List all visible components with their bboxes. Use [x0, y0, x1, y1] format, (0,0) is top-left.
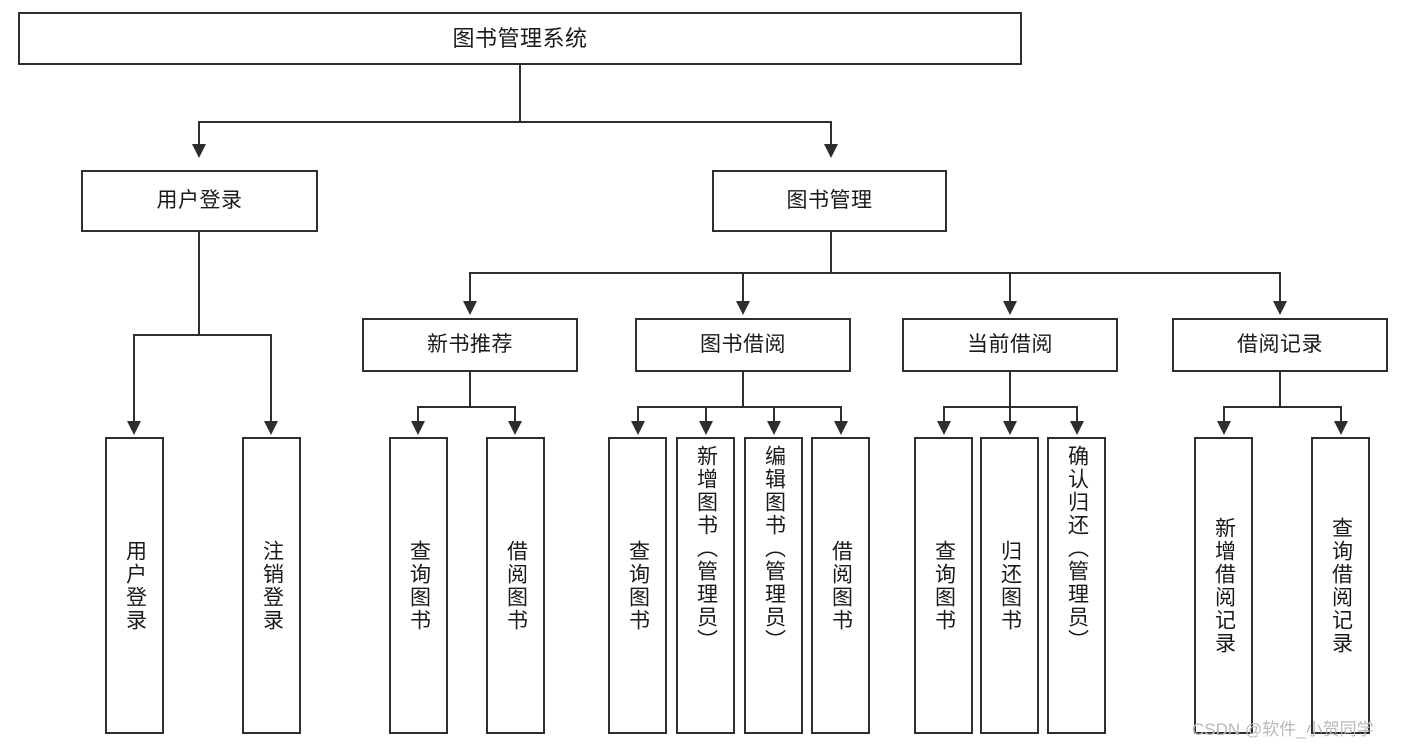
arrow-to-leaf-borrow-book-2	[834, 421, 848, 435]
connector-user-login-left-drop	[133, 334, 135, 423]
connector-level3-drop-1	[469, 272, 471, 303]
connector-book-borrow-drop-3	[773, 406, 775, 423]
arrow-to-current-borrow	[1003, 301, 1017, 315]
arrow-to-leaf-edit-book	[767, 421, 781, 435]
connector-level2-left-drop	[198, 121, 200, 146]
connector-user-login-bar	[133, 334, 271, 336]
connector-new-book-drop-2	[514, 406, 516, 423]
node-label: 确认归还（管理员）	[1065, 445, 1089, 652]
connector-root-stem	[519, 65, 521, 122]
connector-book-borrow-drop-2	[705, 406, 707, 423]
leaf-borrow-book[interactable]: 借阅图书	[811, 437, 870, 734]
node-book-management-system[interactable]: 图书管理系统	[18, 12, 1022, 65]
arrow-to-leaf-query-book-1	[411, 421, 425, 435]
connector-current-borrow-stem	[1009, 372, 1011, 407]
connector-borrow-record-stem	[1279, 372, 1281, 407]
node-label: 新书推荐	[427, 332, 513, 356]
node-label: 查询借阅记录	[1329, 516, 1353, 655]
connector-level3-drop-3	[1009, 272, 1011, 303]
arrow-to-leaf-add-record	[1217, 421, 1231, 435]
connector-level2-right-drop	[830, 121, 832, 146]
leaf-query-book-new[interactable]: 查询图书	[389, 437, 448, 734]
node-label: 图书管理	[786, 188, 873, 212]
leaf-user-login[interactable]: 用户登录	[105, 437, 164, 734]
connector-book-borrow-stem	[742, 372, 744, 407]
leaf-borrow-book-new[interactable]: 借阅图书	[486, 437, 545, 734]
leaf-query-book-current[interactable]: 查询图书	[914, 437, 973, 734]
connector-new-book-drop-1	[417, 406, 419, 423]
node-user-login[interactable]: 用户登录	[81, 170, 318, 232]
connector-borrow-record-drop-2	[1340, 406, 1342, 423]
leaf-query-book-borrow[interactable]: 查询图书	[608, 437, 667, 734]
node-label: 借阅图书	[504, 539, 528, 632]
connector-new-book-bar	[417, 406, 516, 408]
connector-book-borrow-bar	[637, 406, 841, 408]
node-label: 借阅记录	[1237, 332, 1323, 356]
node-label: 当前借阅	[967, 332, 1053, 356]
node-borrow-record[interactable]: 借阅记录	[1172, 318, 1388, 372]
arrow-to-leaf-borrow-book-1	[508, 421, 522, 435]
arrow-to-borrow-record	[1273, 301, 1287, 315]
connector-book-borrow-drop-1	[637, 406, 639, 423]
node-label: 借阅图书	[829, 539, 853, 632]
arrow-to-leaf-confirm-return	[1070, 421, 1084, 435]
leaf-add-book-admin[interactable]: 新增图书（管理员）	[676, 437, 735, 734]
arrow-to-leaf-query-book-2	[631, 421, 645, 435]
connector-level3-bar	[469, 272, 1281, 274]
arrow-to-user-login	[192, 144, 206, 158]
node-label: 图书借阅	[700, 332, 786, 356]
leaf-confirm-return-admin[interactable]: 确认归还（管理员）	[1047, 437, 1106, 734]
node-label: 新增图书（管理员）	[694, 445, 718, 652]
leaf-edit-book-admin[interactable]: 编辑图书（管理员）	[744, 437, 803, 734]
connector-borrow-record-drop-1	[1223, 406, 1225, 423]
connector-book-management-stem	[830, 232, 832, 273]
node-label: 查询图书	[626, 539, 650, 632]
connector-new-book-stem	[469, 372, 471, 407]
node-current-borrow[interactable]: 当前借阅	[902, 318, 1118, 372]
node-book-borrow[interactable]: 图书借阅	[635, 318, 851, 372]
arrow-to-leaf-add-book	[699, 421, 713, 435]
connector-level2-bar	[198, 121, 832, 123]
node-label: 用户登录	[123, 539, 147, 632]
node-label: 归还图书	[998, 539, 1022, 632]
node-book-management[interactable]: 图书管理	[712, 170, 947, 232]
connector-current-borrow-drop-1	[943, 406, 945, 423]
node-label: 用户登录	[156, 188, 243, 212]
leaf-query-borrow-record[interactable]: 查询借阅记录	[1311, 437, 1370, 734]
node-label: 图书管理系统	[452, 25, 588, 51]
leaf-logout[interactable]: 注销登录	[242, 437, 301, 734]
connector-user-login-right-drop	[270, 334, 272, 423]
node-label: 编辑图书（管理员）	[762, 445, 786, 652]
node-label: 查询图书	[932, 539, 956, 632]
arrow-to-book-borrow	[736, 301, 750, 315]
connector-book-borrow-drop-4	[840, 406, 842, 423]
leaf-add-borrow-record[interactable]: 新增借阅记录	[1194, 437, 1253, 734]
node-label: 注销登录	[260, 539, 284, 632]
node-label: 查询图书	[407, 539, 431, 632]
node-new-book-recommend[interactable]: 新书推荐	[362, 318, 578, 372]
leaf-return-book[interactable]: 归还图书	[980, 437, 1039, 734]
csdn-watermark: CSDN @软件_小贺同学	[1192, 720, 1374, 739]
arrow-to-leaf-query-record	[1334, 421, 1348, 435]
connector-borrow-record-bar	[1223, 406, 1341, 408]
arrow-to-book-management	[824, 144, 838, 158]
arrow-to-leaf-return-book	[1003, 421, 1017, 435]
arrow-to-leaf-query-book-3	[937, 421, 951, 435]
arrow-to-new-book	[463, 301, 477, 315]
connector-current-borrow-drop-3	[1076, 406, 1078, 423]
arrow-to-leaf-logout	[264, 421, 278, 435]
connector-level3-drop-4	[1279, 272, 1281, 303]
connector-user-login-stem	[198, 232, 200, 335]
arrow-to-leaf-user-login	[127, 421, 141, 435]
connector-current-borrow-drop-2	[1009, 406, 1011, 423]
node-label: 新增借阅记录	[1212, 516, 1236, 655]
connector-level3-drop-2	[742, 272, 744, 303]
